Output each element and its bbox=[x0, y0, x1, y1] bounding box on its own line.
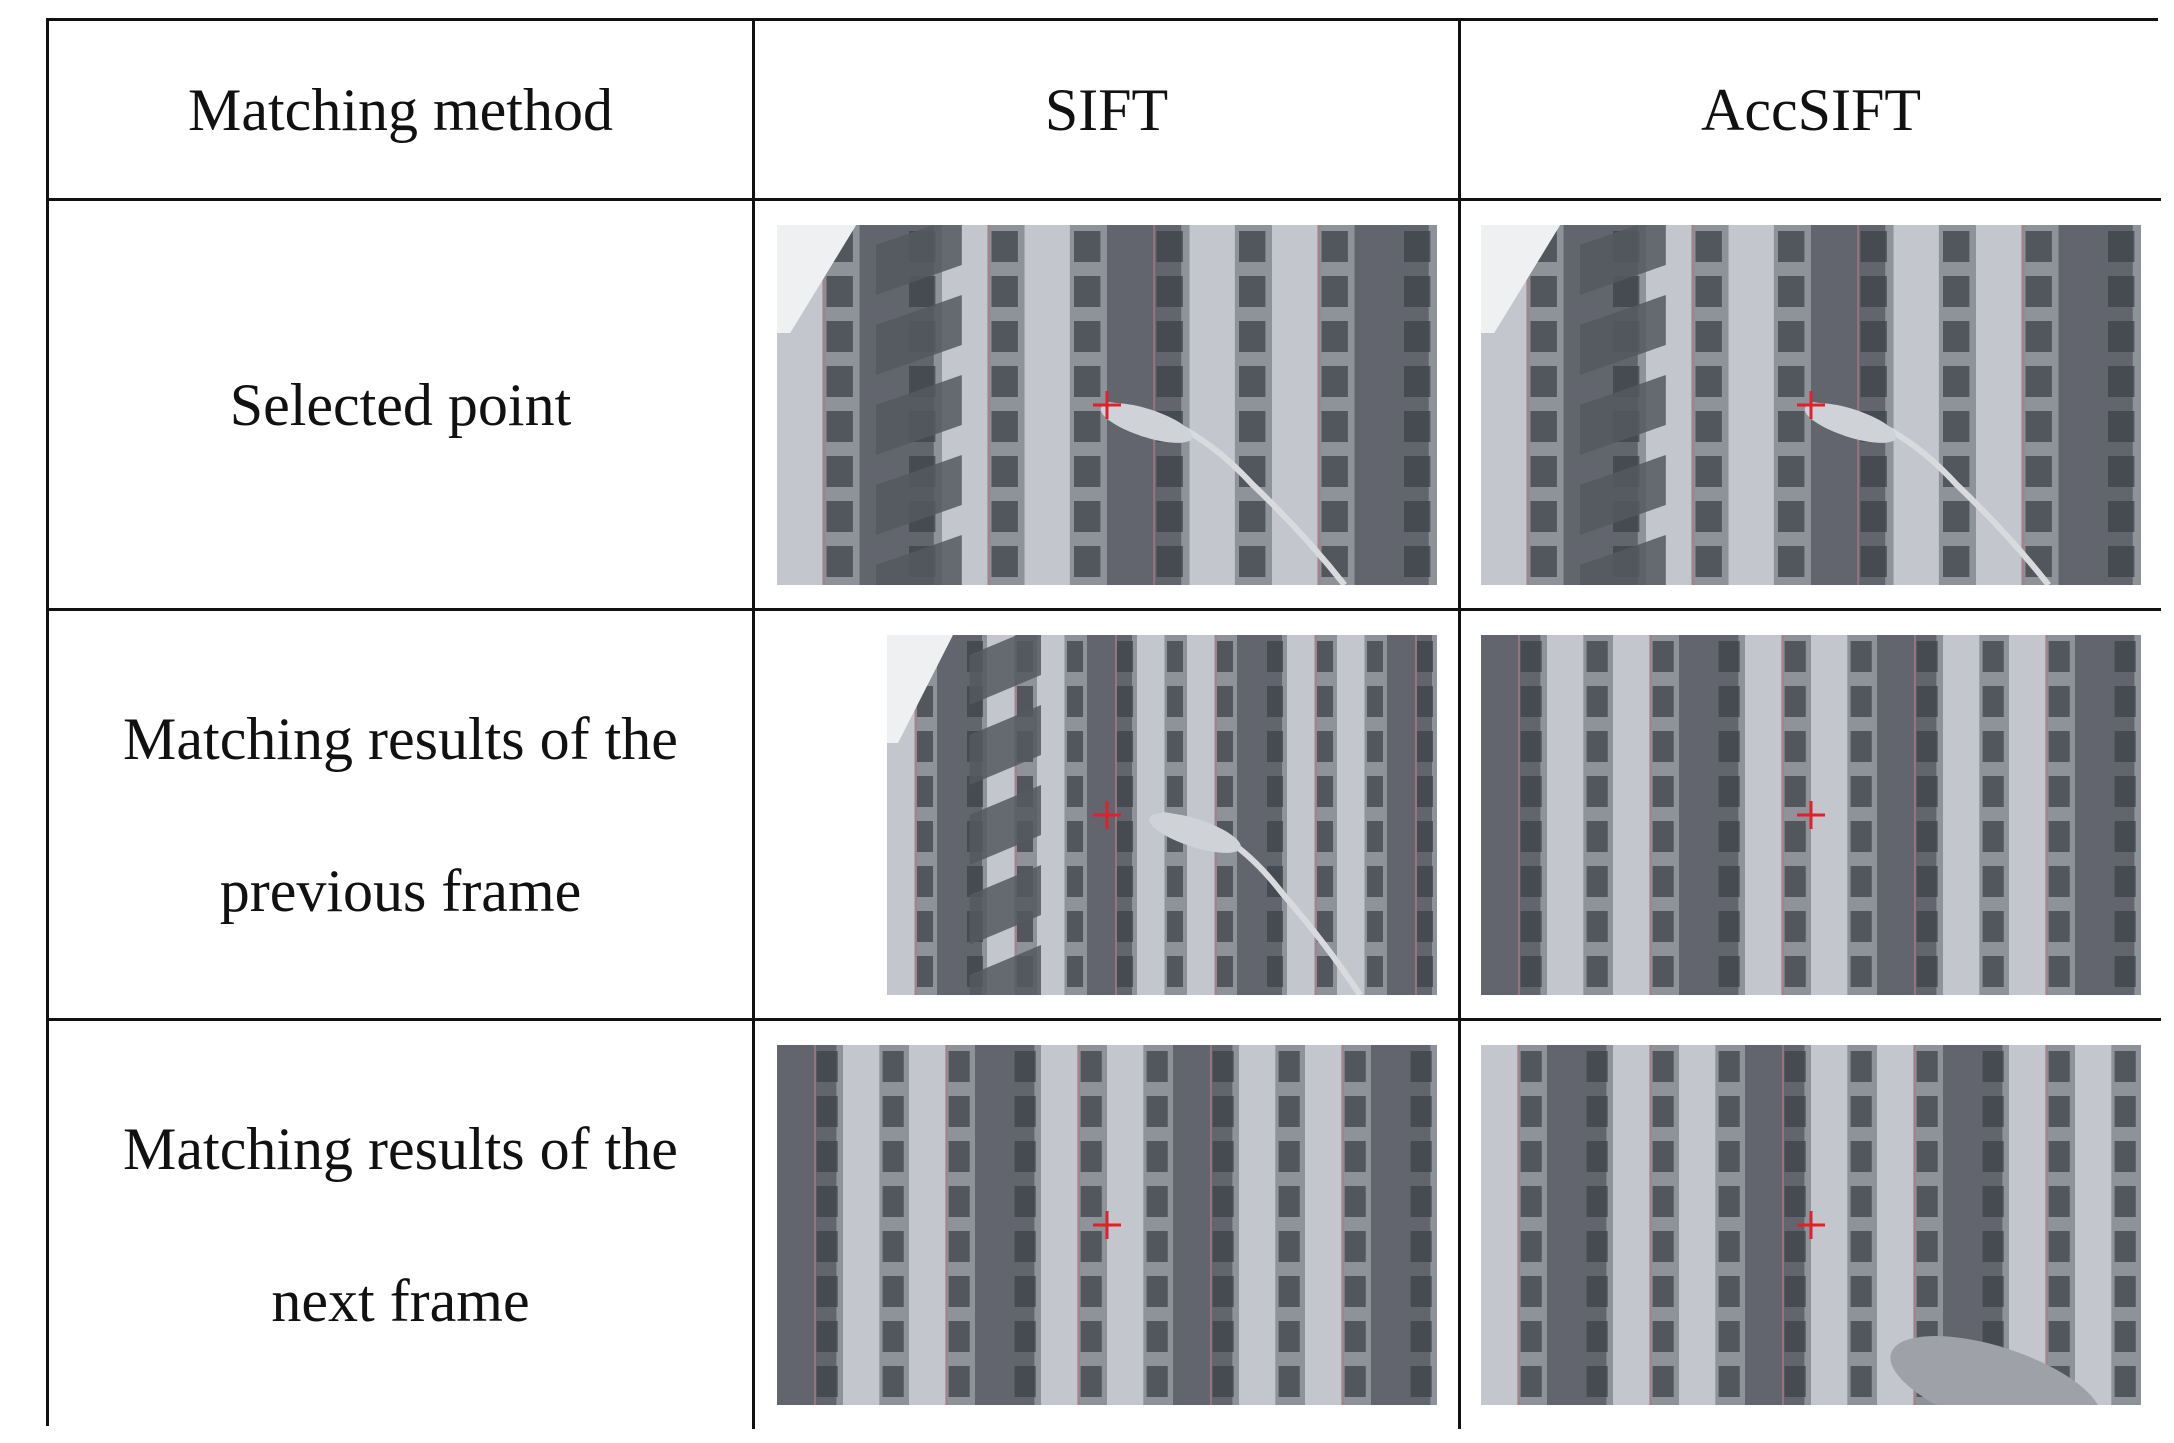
photo-frame bbox=[777, 634, 1437, 995]
cell-next-frame-sift bbox=[755, 1021, 1461, 1429]
building-photo-previous-frame-accsift bbox=[1481, 634, 2141, 995]
row-label-next-frame: Matching results of the next frame bbox=[49, 1021, 755, 1429]
building-photo-next-frame-sift bbox=[776, 1045, 1437, 1405]
row-label-previous-frame: Matching results of the previous frame bbox=[49, 611, 755, 1021]
header-label: SIFT bbox=[1044, 76, 1169, 143]
building-photo-selected-point-sift bbox=[776, 224, 1437, 585]
row-label: Matching results of the next frame bbox=[123, 1116, 678, 1334]
cell-next-frame-accsift bbox=[1461, 1021, 2161, 1429]
row-label: Matching results of the previous frame bbox=[123, 705, 678, 924]
cell-selected-point-accsift bbox=[1461, 201, 2161, 611]
cell-selected-point-sift bbox=[755, 201, 1461, 611]
red-cross-marker-icon bbox=[1092, 1211, 1121, 1239]
red-cross-marker-icon bbox=[1797, 390, 1825, 419]
building-photo-next-frame-accsift bbox=[1481, 1045, 2141, 1405]
red-cross-marker-icon bbox=[1797, 800, 1825, 829]
header-accsift: AccSIFT bbox=[1461, 21, 2161, 201]
header-label: AccSIFT bbox=[1701, 76, 1921, 143]
header-label: Matching method bbox=[188, 76, 613, 143]
red-cross-marker-icon bbox=[1092, 800, 1121, 829]
red-cross-marker-icon bbox=[1797, 1211, 1825, 1239]
comparison-table: Matching method SIFT AccSIFT Selected po… bbox=[46, 18, 2161, 1429]
header-matching-method: Matching method bbox=[49, 21, 755, 201]
building-photo-previous-frame-sift bbox=[886, 634, 1437, 995]
row-label-selected-point: Selected point bbox=[49, 201, 755, 611]
row-label: Selected point bbox=[229, 371, 572, 438]
red-cross-marker-icon bbox=[1092, 390, 1121, 419]
cell-previous-frame-accsift bbox=[1461, 611, 2161, 1021]
header-sift: SIFT bbox=[755, 21, 1461, 201]
cell-previous-frame-sift bbox=[755, 611, 1461, 1021]
building-photo-selected-point-accsift bbox=[1481, 224, 2141, 585]
